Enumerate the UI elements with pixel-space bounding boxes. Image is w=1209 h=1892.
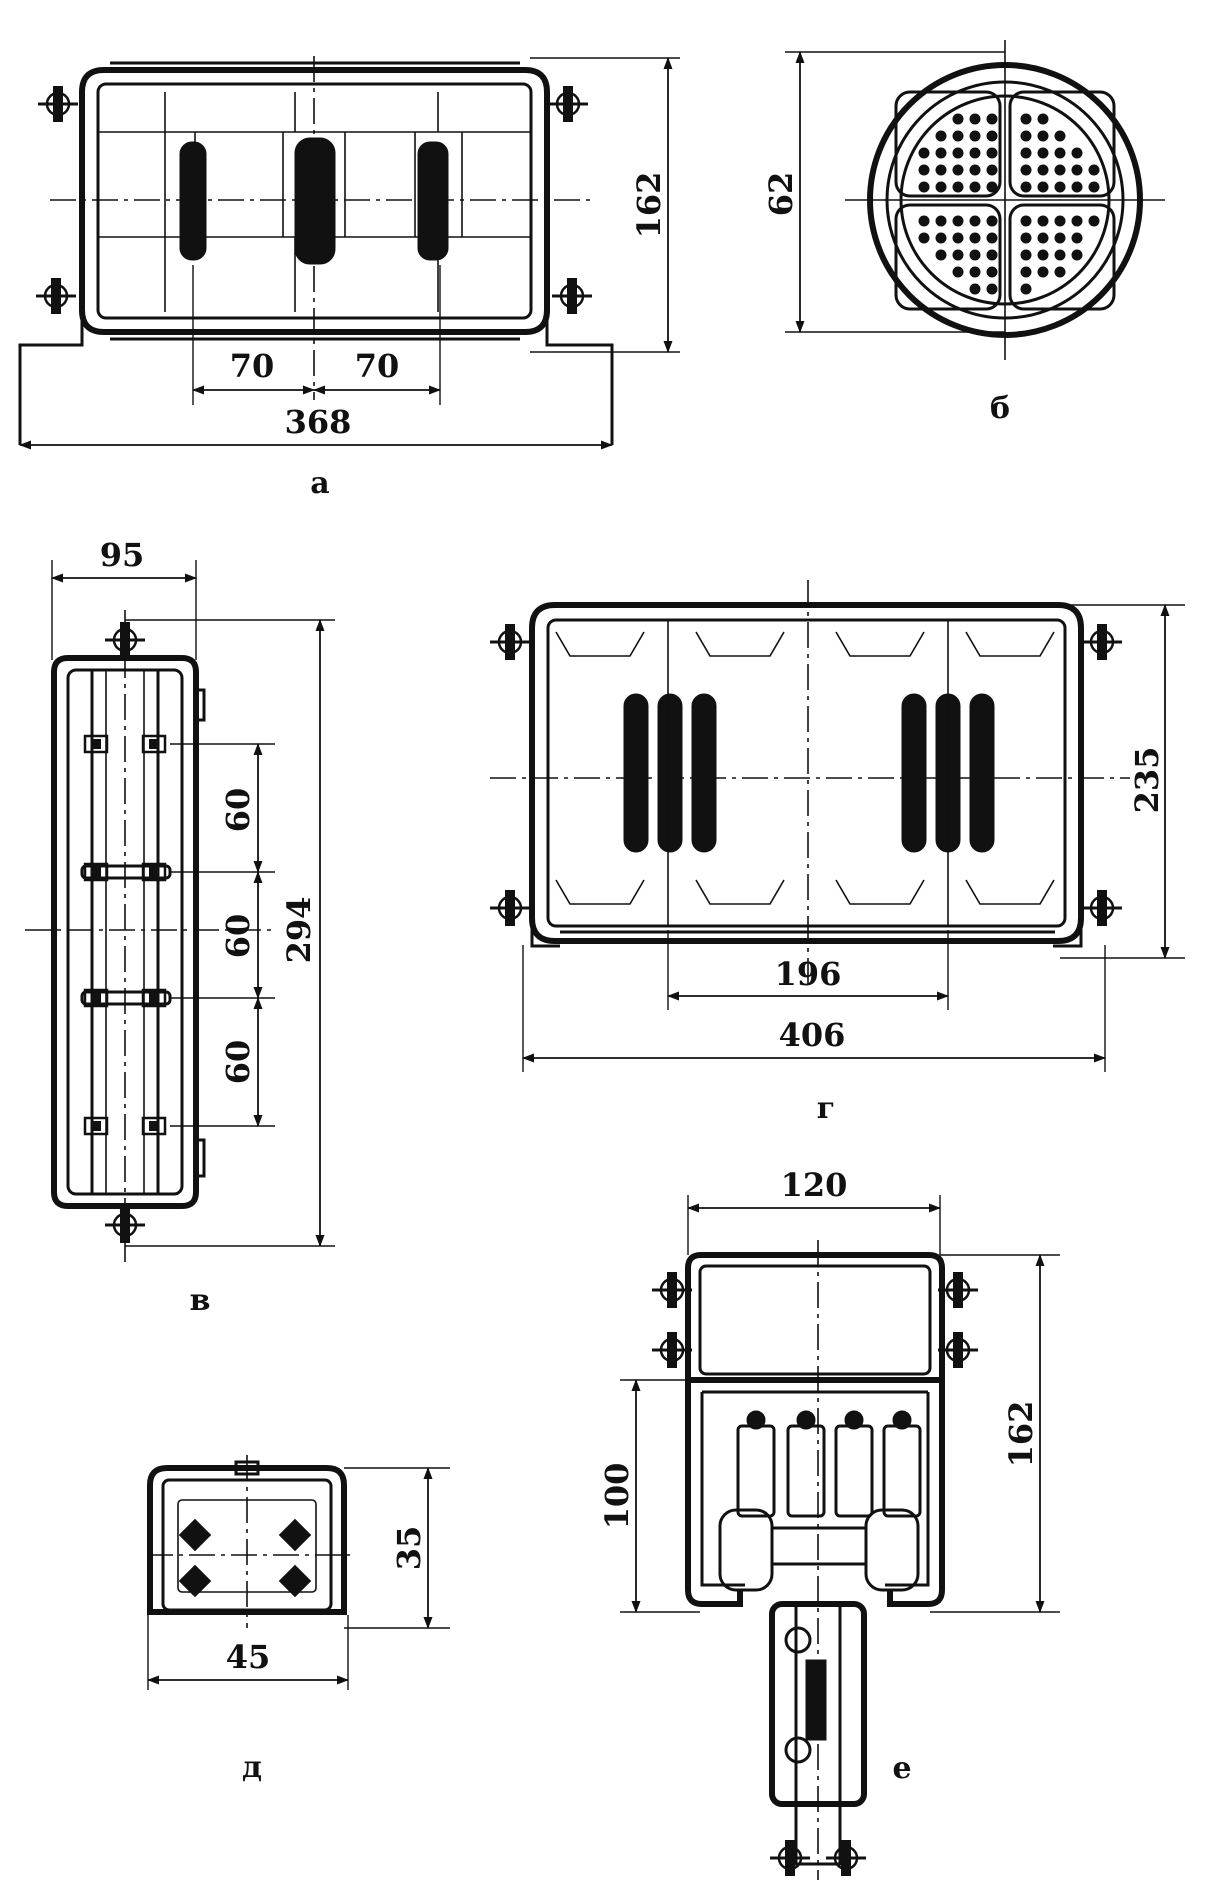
dim-a-pitch-2: 70 — [355, 347, 400, 385]
dim-v-pitch-3: 60 — [219, 1040, 257, 1085]
view-e — [620, 1195, 1060, 1880]
dim-g-height: 235 — [1128, 747, 1166, 814]
dim-a-overall-width: 368 — [285, 403, 352, 441]
view-labels: а б в г д е — [190, 391, 1010, 1786]
view-label-d: д — [242, 1750, 262, 1785]
view-label-g: г — [817, 1091, 835, 1126]
dimension-labels: 162 70 70 368 62 95 60 60 60 294 235 196… — [100, 172, 1166, 1676]
dim-a-pitch-1: 70 — [230, 347, 275, 385]
dim-b-diameter: 62 — [762, 172, 800, 217]
view-d — [147, 1455, 450, 1690]
insulator-profiles — [555, 631, 1055, 905]
dim-g-inner-span: 196 — [775, 955, 842, 993]
dimension-lines — [19, 51, 1170, 1685]
dim-d-width: 45 — [226, 1638, 271, 1676]
dim-v-pitch-2: 60 — [219, 914, 257, 959]
dim-g-overall-width: 406 — [779, 1016, 846, 1054]
view-b — [785, 40, 1165, 360]
contact-dots — [918, 113, 1100, 295]
view-label-e: е — [892, 1751, 911, 1786]
dim-a-height: 162 — [630, 172, 668, 239]
view-v — [25, 560, 335, 1262]
view-label-v: в — [190, 1283, 211, 1318]
dim-v-width: 95 — [100, 536, 145, 574]
dim-v-height: 294 — [280, 897, 318, 964]
view-g — [488, 580, 1185, 1072]
dim-e-overall-height: 162 — [1002, 1401, 1040, 1468]
view-label-b: б — [990, 391, 1010, 426]
dim-d-height: 35 — [390, 1526, 428, 1571]
view-a — [18, 56, 680, 445]
view-label-a: а — [310, 466, 329, 501]
dim-v-pitch-1: 60 — [219, 788, 257, 833]
dim-e-top-width: 120 — [781, 1166, 848, 1204]
dim-e-body-height: 100 — [598, 1463, 636, 1530]
